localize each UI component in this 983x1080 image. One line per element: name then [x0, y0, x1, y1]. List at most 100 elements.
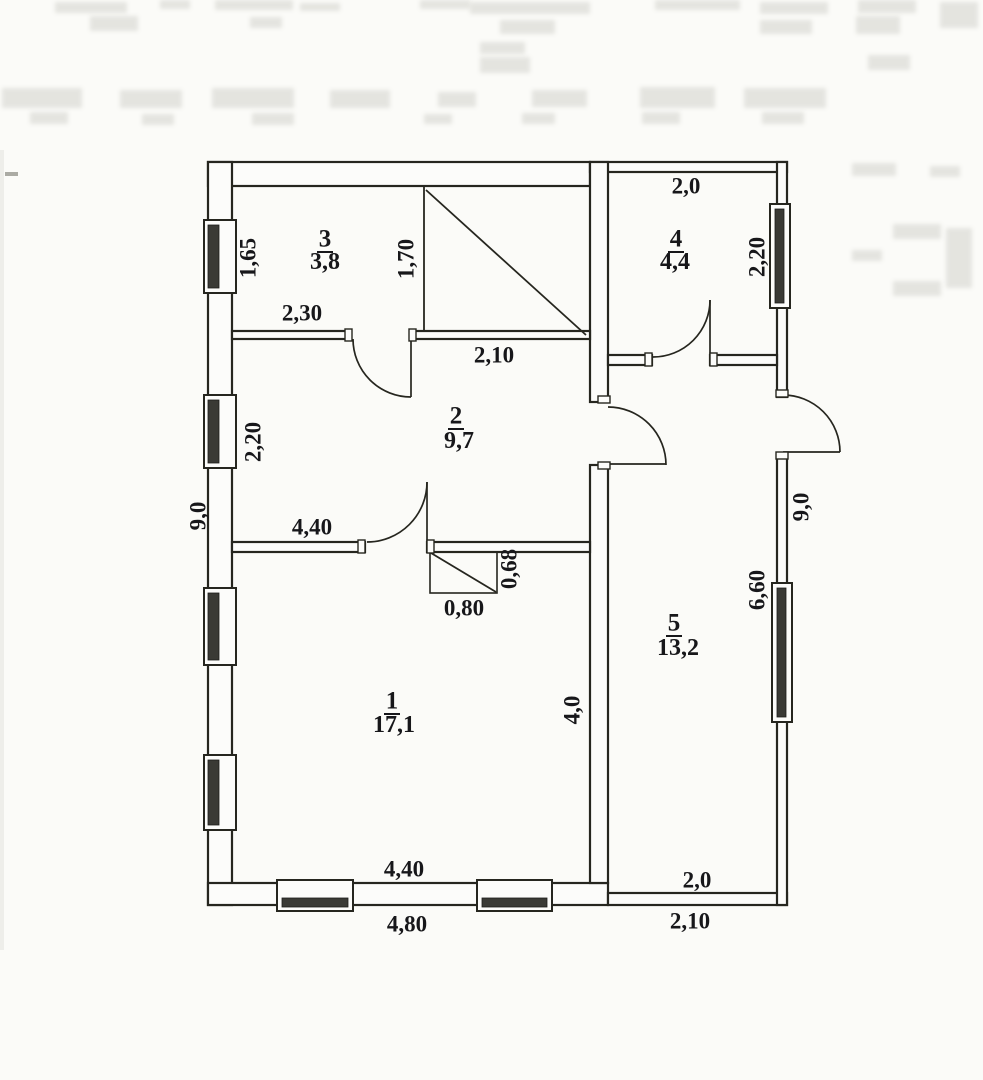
room-label-1: 1 17,1 — [373, 688, 415, 739]
bleedthrough-artifact — [930, 166, 960, 177]
window-sash — [776, 587, 787, 718]
dim-room3-width: 2,30 — [282, 301, 322, 326]
room-number: 5 — [668, 610, 681, 637]
bleedthrough-artifact — [480, 57, 530, 73]
bleedthrough-artifact — [55, 2, 127, 13]
door-jamb — [426, 539, 435, 554]
window-sash — [207, 399, 220, 464]
bleedthrough-artifact — [522, 113, 555, 124]
room-label-4: 4 4,4 — [660, 226, 690, 276]
dim-room5-right-depth: 6,60 — [745, 570, 770, 610]
dim-room5-bottom-width: 2,0 — [683, 868, 712, 893]
room-label-2: 2 9,7 — [444, 403, 474, 455]
dim-room4-top-width: 2,0 — [672, 174, 701, 199]
door-jamb — [344, 328, 353, 342]
room-number: 3 — [319, 226, 332, 253]
door-room3 — [352, 338, 412, 398]
bleedthrough-artifact — [30, 112, 68, 124]
dim-flue-depth: 0,68 — [497, 549, 522, 589]
dim-bottom-right-outer-width: 2,10 — [670, 909, 710, 934]
window-sash — [207, 592, 220, 661]
entrance-door — [782, 394, 841, 453]
bleedthrough-artifact — [744, 88, 826, 108]
doors — [344, 299, 841, 554]
bleedthrough-artifact — [215, 0, 293, 10]
flue-diagonal — [430, 552, 497, 593]
room-label-5: 5 13,2 — [657, 610, 699, 662]
bleedthrough-artifact — [655, 0, 740, 10]
door-room5 — [607, 406, 667, 466]
central-wall-upper — [588, 160, 610, 404]
window-bottom-room1-right — [476, 879, 553, 912]
dim-stair-depth: 1,70 — [394, 239, 419, 279]
dim-left-wall-height: 9,0 — [186, 502, 211, 531]
bleedthrough-artifact — [470, 2, 590, 14]
door-room4 — [652, 299, 711, 358]
bleedthrough-artifact — [642, 112, 680, 124]
room-number: 4 — [670, 226, 683, 253]
dim-right-wall-height: 9,0 — [789, 493, 814, 522]
windows — [203, 203, 793, 912]
door-jamb — [775, 451, 789, 460]
bleedthrough-artifact — [480, 42, 525, 54]
bleedthrough-artifact — [2, 88, 82, 108]
bleedthrough-artifact — [142, 114, 174, 125]
dim-stair-width: 2,10 — [474, 343, 514, 368]
door-swing-arc — [607, 406, 667, 466]
bleedthrough-artifact — [300, 3, 340, 11]
room-area: 9,7 — [444, 428, 474, 454]
window-bottom-room1-left — [276, 879, 354, 912]
bleedthrough-artifact — [500, 20, 555, 34]
room-number: 2 — [450, 403, 463, 430]
dim-room1-right-depth: 4,0 — [560, 696, 585, 725]
partition-stair-bottom — [409, 329, 592, 341]
door-swing-arc — [366, 481, 428, 543]
dim-flue-width: 0,80 — [444, 596, 484, 621]
window-left-room1-lower — [203, 754, 237, 831]
bleedthrough-artifact — [250, 17, 282, 28]
dim-room3-depth: 1,65 — [236, 238, 261, 278]
bleedthrough-artifact — [893, 224, 941, 239]
door-jamb — [357, 539, 366, 554]
bleedthrough-artifact — [90, 16, 138, 31]
bleedthrough-artifact — [760, 2, 828, 14]
partition-room3 — [230, 329, 352, 341]
room-label-3: 3 3,8 — [310, 226, 340, 276]
room-labels: 1 17,1 2 9,7 3 3,8 4 4,4 5 13,2 — [310, 226, 699, 739]
door-jamb — [775, 389, 789, 398]
door-jamb — [408, 328, 417, 342]
bleedthrough-artifact — [640, 87, 715, 108]
flue — [429, 551, 498, 594]
pen-mark — [5, 172, 18, 176]
dim-room1-top-width: 4,40 — [292, 515, 332, 540]
bleedthrough-artifact — [946, 228, 972, 288]
bleedthrough-artifact — [252, 113, 294, 125]
bleedthrough-artifact — [760, 20, 812, 34]
bleedthrough-artifact — [160, 0, 190, 9]
window-left-room2 — [203, 394, 237, 469]
bleedthrough-artifact — [893, 281, 941, 296]
bleedthrough-artifact — [438, 92, 476, 107]
room-area: 17,1 — [373, 712, 415, 738]
dim-room2-left-window: 2,20 — [241, 422, 266, 462]
window-sash — [207, 759, 220, 826]
dim-bottom-left-outer-width: 4,80 — [387, 912, 427, 937]
bleedthrough-artifact — [532, 90, 587, 107]
partition-room4-right — [708, 353, 779, 367]
bleedthrough-artifact — [420, 0, 470, 9]
bleedthrough-artifact — [940, 2, 978, 28]
bleedthrough-artifact — [852, 250, 882, 261]
bleedthrough-artifact — [120, 90, 182, 108]
bleedthrough-artifact — [762, 112, 804, 124]
dim-room4-right-depth: 2,20 — [745, 237, 770, 277]
window-right-room5 — [771, 582, 793, 723]
partition-room1-left — [230, 540, 367, 554]
door-jamb — [597, 395, 611, 404]
room-area: 3,8 — [310, 249, 340, 275]
window-left-room3 — [203, 219, 237, 294]
central-wall-lower — [588, 463, 610, 885]
window-left-room1-upper — [203, 587, 237, 666]
bleedthrough-artifacts — [2, 0, 978, 296]
